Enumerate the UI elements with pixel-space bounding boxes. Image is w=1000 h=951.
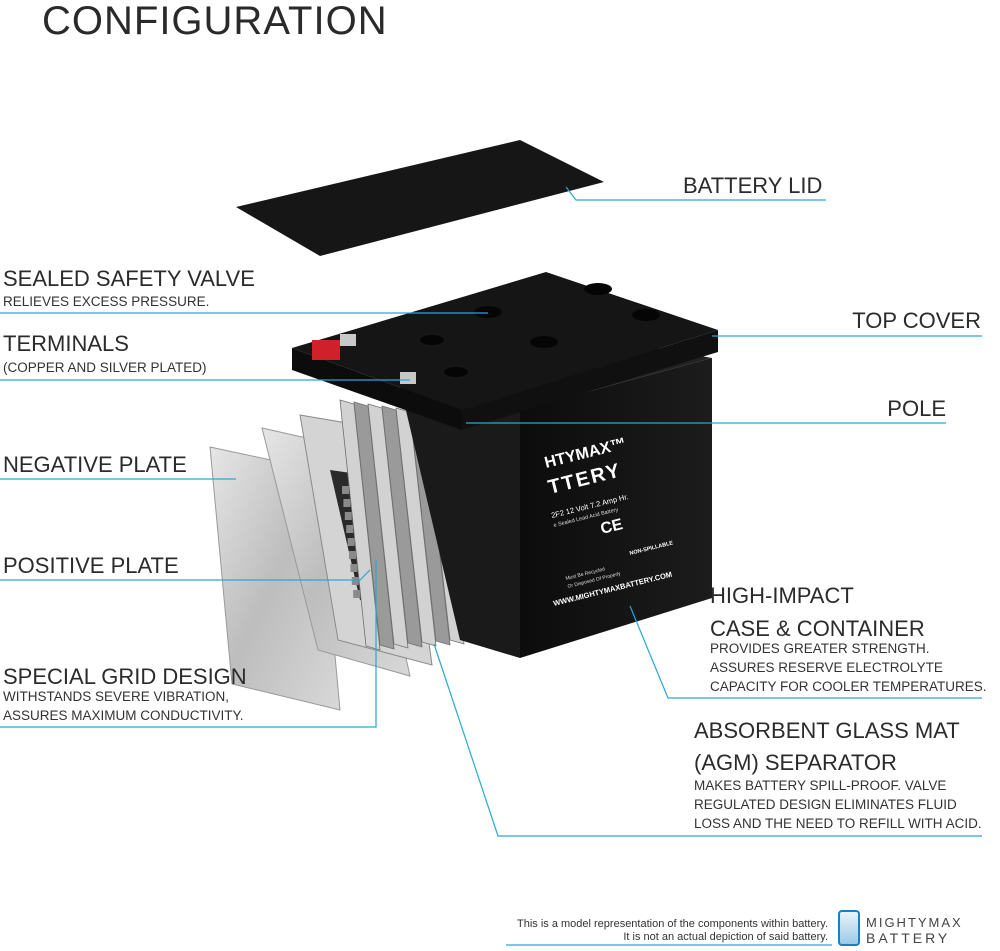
label-negative-plate: NEGATIVE PLATE — [3, 452, 187, 477]
label-positive-plate: POSITIVE PLATE — [3, 553, 179, 578]
desc-terminals: (COPPER AND SILVER PLATED) — [3, 360, 207, 375]
stacked-plate — [395, 407, 437, 647]
top-cover-edge-right — [462, 330, 718, 430]
terminal-tab-1 — [340, 334, 356, 346]
desc-case-2: ASSURES RESERVE ELECTROLYTE — [710, 660, 943, 675]
footer-note-2: It is not an actual depiction of said ba… — [623, 931, 828, 943]
leader-case — [629, 605, 982, 699]
label-case-1: HIGH-IMPACT — [710, 583, 854, 608]
grid-cell — [347, 538, 355, 546]
grid-cell — [353, 590, 361, 598]
label-battery-lid: BATTERY LID — [683, 173, 823, 198]
label-agm-1: ABSORBENT GLASS MAT — [694, 718, 960, 743]
desc-case-1: PROVIDES GREATER STRENGTH. — [710, 641, 930, 656]
battery-logo-icon — [838, 910, 860, 946]
desc-special-grid-2: ASSURES MAXIMUM CONDUCTIVITY. — [3, 708, 244, 723]
case-side — [400, 385, 520, 658]
label-sealed-valve: SEALED SAFETY VALVE — [3, 266, 255, 291]
stacked-plate — [339, 399, 381, 651]
desc-special-grid-1: WITHSTANDS SEVERE VIBRATION, — [3, 689, 230, 704]
logo-text-bottom: BATTERY — [866, 930, 951, 946]
desc-agm-1: MAKES BATTERY SPILL-PROOF. VALVE — [694, 778, 947, 793]
label-case-2: CASE & CONTAINER — [710, 616, 925, 641]
label-top-cover: TOP COVER — [852, 308, 981, 333]
grid-cell — [350, 564, 358, 572]
desc-case-3: CAPACITY FOR COOLER TEMPERATURES. — [710, 679, 987, 694]
grid-cell — [351, 577, 359, 585]
page-title: CONFIGURATION — [42, 0, 388, 43]
terminal-tab-2 — [400, 372, 416, 384]
logo-text-top: MIGHTYMAX — [866, 915, 963, 930]
grid-cell — [344, 512, 352, 520]
desc-agm-3: LOSS AND THE NEED TO REFILL WITH ACID. — [694, 816, 982, 831]
grid-cell — [349, 551, 356, 559]
desc-sealed-valve: RELIEVES EXCESS PRESSURE. — [3, 294, 210, 309]
case-front — [520, 358, 712, 658]
top-cover-edge — [292, 348, 462, 430]
top-cover — [292, 272, 718, 410]
stacked-plate — [367, 403, 409, 649]
label-terminals: TERMINALS — [3, 331, 129, 356]
desc-agm-2: REGULATED DESIGN ELIMINATES FLUID — [694, 797, 957, 812]
print-cert: CE — [599, 516, 625, 538]
battery-lid — [236, 140, 604, 256]
terminal-red — [312, 340, 340, 360]
grid-cell — [346, 525, 354, 533]
label-special-grid: SPECIAL GRID DESIGN — [3, 664, 247, 689]
leader-battery-lid — [565, 186, 826, 201]
label-agm-2: (AGM) SEPARATOR — [694, 750, 897, 775]
leader-special-grid — [0, 560, 377, 728]
leader-agm — [433, 643, 982, 837]
grid-cell — [343, 499, 351, 507]
label-pole: POLE — [887, 396, 946, 421]
stacked-plate — [381, 405, 423, 648]
leader-positive-plate — [0, 569, 371, 581]
leader-lines — [0, 186, 982, 946]
stacked-plate — [353, 401, 395, 650]
grid-cell — [342, 486, 349, 494]
footer-note-1: This is a model representation of the co… — [516, 918, 828, 930]
